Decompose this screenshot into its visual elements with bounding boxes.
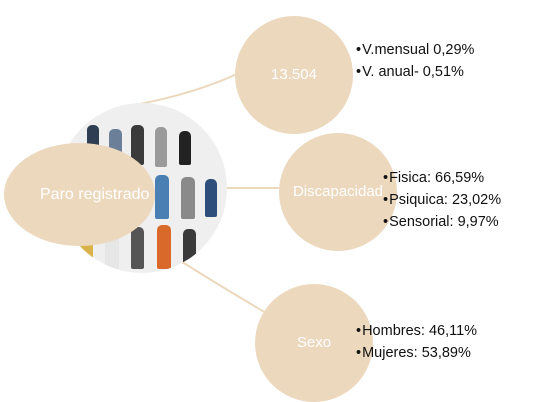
list-discapacidad: Fisica: 66,59% Psiquica: 23,02% Sensoria… [383,167,501,233]
list-sexo: Hombres: 46,11% Mujeres: 53,89% [356,320,477,364]
list-item: Fisica: 66,59% [383,167,501,189]
node-sexo-label: Sexo [296,334,332,351]
list-item: V.mensual 0,29% [356,39,474,61]
list-item: Psiquica: 23,02% [383,189,501,211]
list-total: V.mensual 0,29% V. anual- 0,51% [356,39,474,83]
center-node: Paro registrado [4,143,155,246]
connector-top [139,71,242,105]
node-total: 13.504 [235,16,353,134]
list-item: Mujeres: 53,89% [356,342,477,364]
list-item: V. anual- 0,51% [356,61,474,83]
node-total-label: 13.504 [271,66,317,83]
node-sexo: Sexo [255,284,373,402]
center-node-label: Paro registrado [40,185,150,203]
list-item: Hombres: 46,11% [356,320,477,342]
node-discapacidad: Discapacidad [279,133,397,251]
node-discapacidad-label: Discapacidad [292,183,384,200]
list-item: Sensorial: 9,97% [383,211,501,233]
